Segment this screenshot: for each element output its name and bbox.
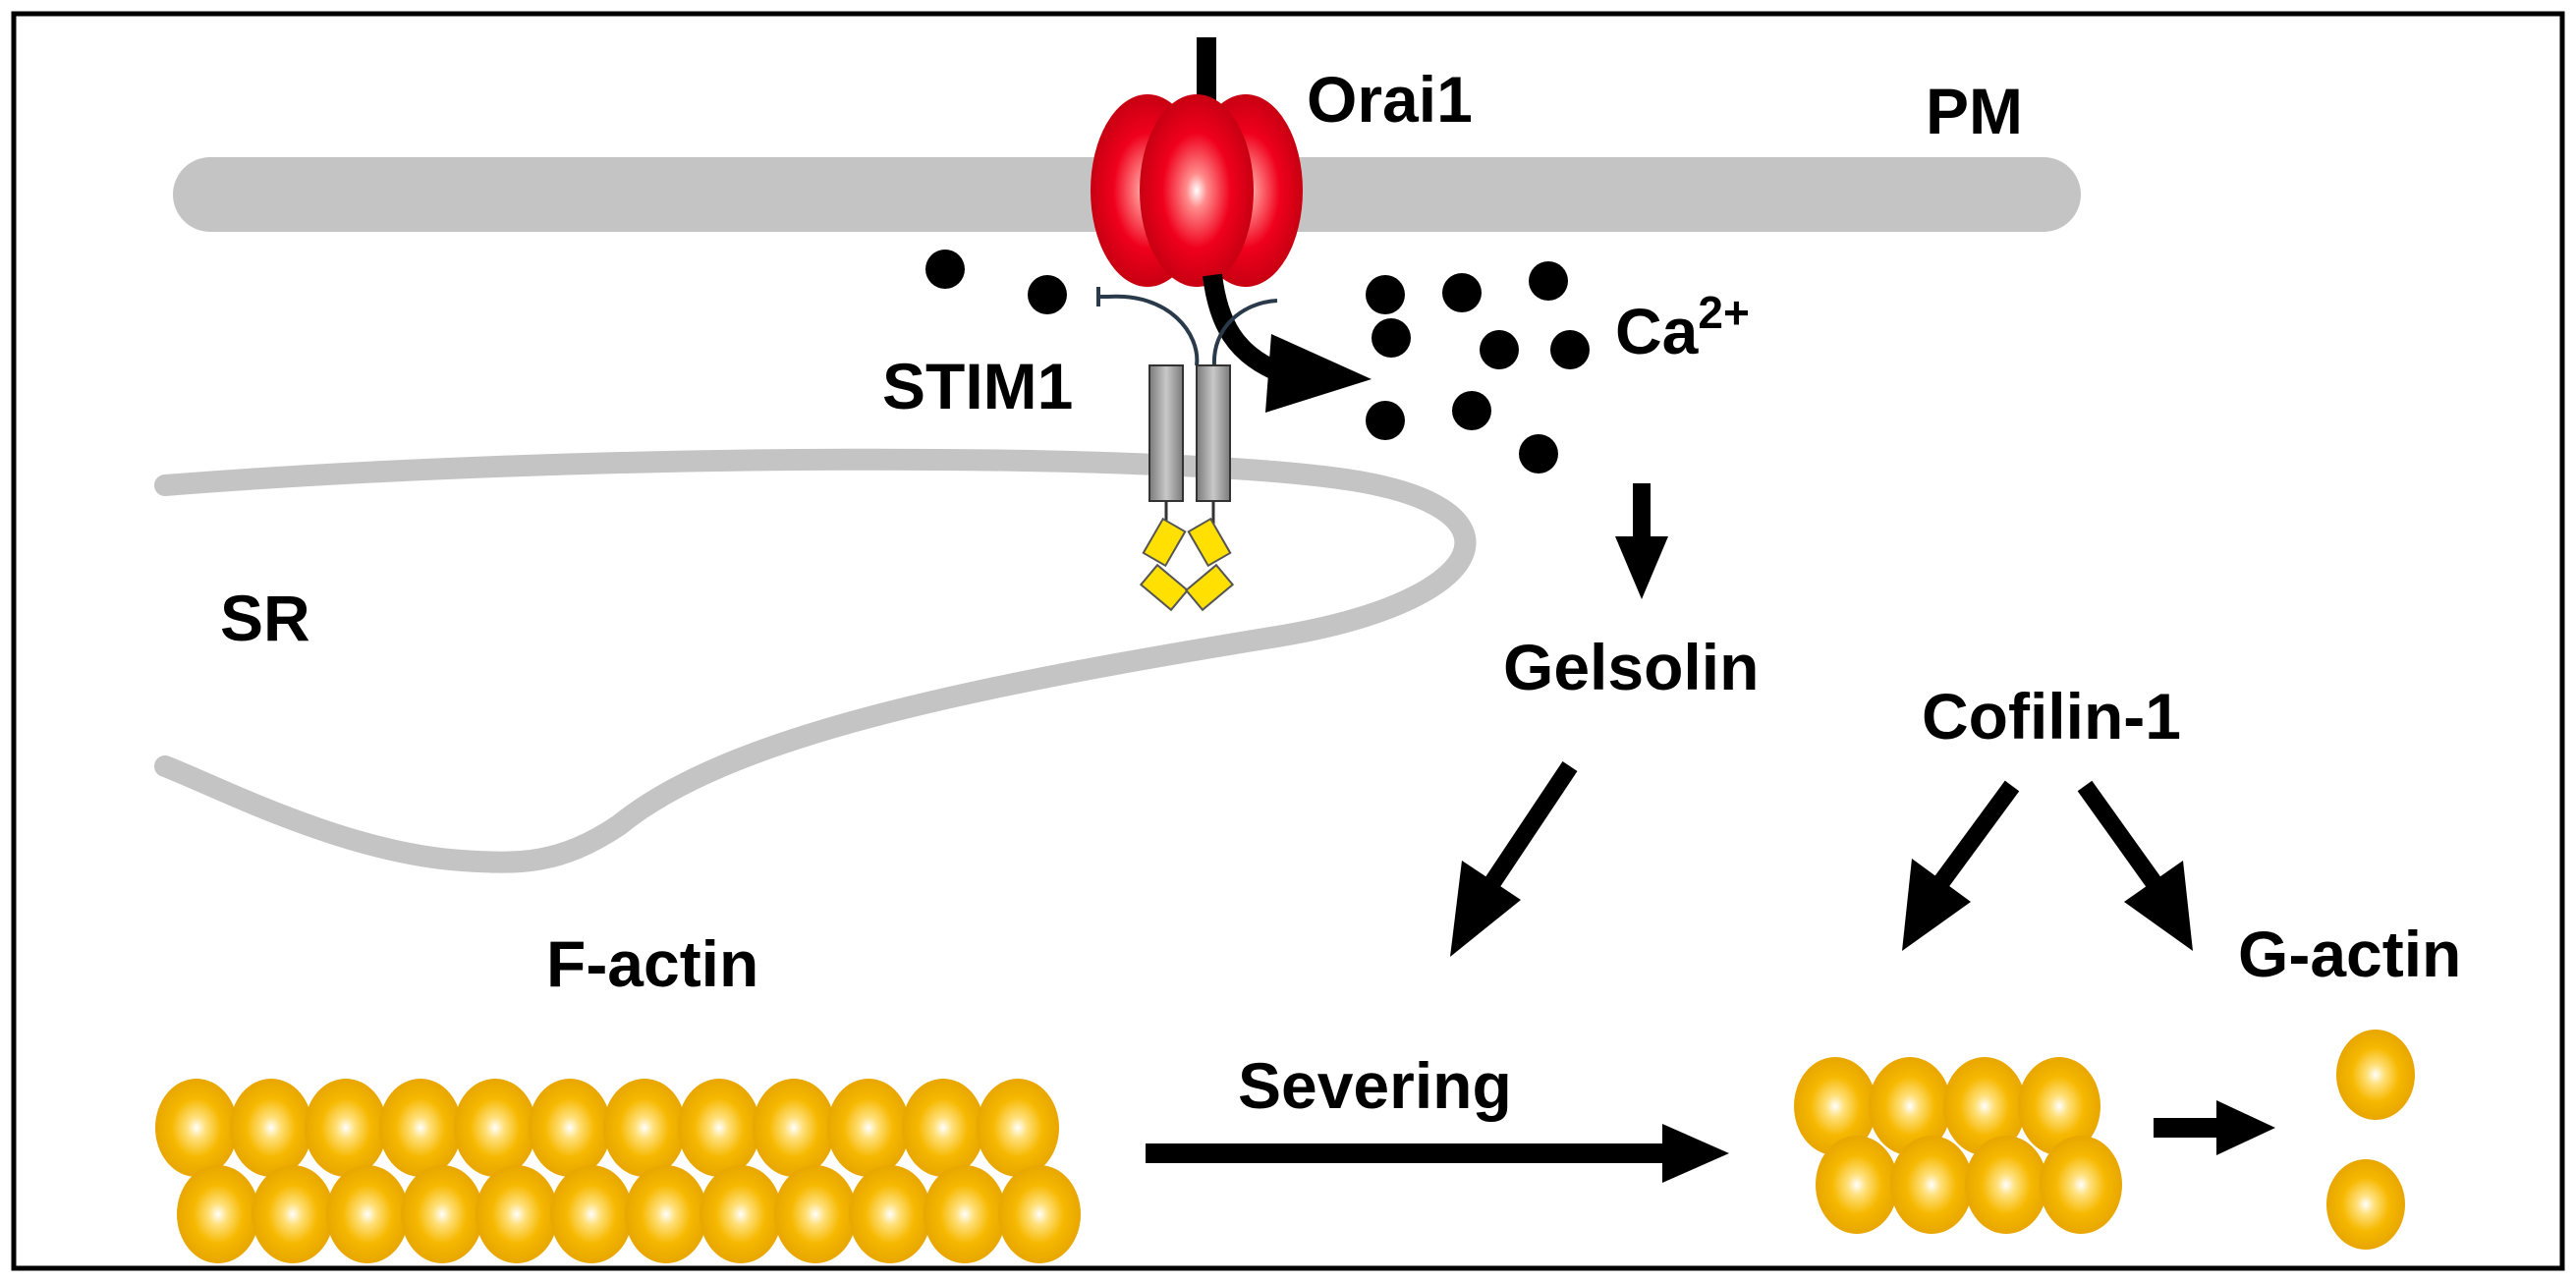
orai1-subunit [1140,94,1254,287]
arrow-gelsolin-to-severing [1450,761,1578,957]
calcium-ion [1480,330,1519,369]
calcium-ion [1366,401,1405,440]
actin-monomer [1965,1136,2047,1234]
actin-monomer [998,1165,1081,1263]
stim1-ef-hand [1187,517,1232,568]
actin-monomer [700,1165,782,1263]
stim1-ef-hand [1139,563,1190,612]
calcium-ion [1442,273,1482,312]
calcium-ion [1028,275,1067,314]
actin-monomer [625,1165,707,1263]
actin-monomer [476,1165,558,1263]
calcium-label-base: Ca [1615,295,1700,367]
actin-monomer [305,1079,387,1177]
calcium-label: Ca2+ [1615,287,1750,367]
actin-monomer [1869,1057,1951,1155]
severing-arrow [1146,1124,1729,1183]
actin-monomer [902,1079,984,1177]
actin-monomer [603,1079,686,1177]
f-actin-label: F-actin [546,927,758,1000]
actin-monomer [774,1165,857,1263]
actin-monomer [1890,1136,1973,1234]
calcium-ion [1529,261,1568,301]
orai1-upper-line [1197,37,1216,106]
severing-label: Severing [1238,1049,1512,1122]
orai1-channel [1091,94,1303,287]
arrow-cofilin-to-fragment [1902,780,2020,951]
stim1-rod-left [1148,364,1184,502]
calcium-ion [1519,434,1558,474]
calcium-ion [925,250,965,289]
calcium-ion [1372,318,1411,358]
actin-monomer [529,1079,611,1177]
stim1-ef-hand [1142,517,1187,568]
depolymerization-arrow [2154,1100,2275,1155]
calcium-label-charge: 2+ [1698,287,1749,338]
calcium-ion [1550,330,1590,369]
sr-label: SR [220,582,310,654]
stim1-ef-hand [1184,563,1235,612]
actin-monomer [326,1165,409,1263]
pm-label: PM [1926,75,2023,147]
actin-monomer [454,1079,536,1177]
arrow-cofilin-to-gactin [2077,780,2193,951]
sarcoplasmic-reticulum [154,448,1477,873]
actin-monomer [2040,1136,2122,1234]
actin-monomer [924,1165,1006,1263]
stim1-protein [1096,287,1278,612]
actin-monomer [2336,1030,2415,1120]
actin-monomer [678,1079,760,1177]
cofilin-label: Cofilin-1 [1922,680,2181,752]
actin-monomer [1816,1136,1898,1234]
actin-monomer [1943,1057,2026,1155]
actin-monomer [155,1079,238,1177]
actin-monomer [230,1079,312,1177]
actin-monomer [177,1165,259,1263]
actin-monomer [849,1165,931,1263]
stim1-rod-right [1196,364,1231,502]
gelsolin-label: Gelsolin [1503,631,1759,703]
actin-monomer [753,1079,835,1177]
calcium-ions [925,250,1590,474]
g-actin-monomers [2326,1030,2415,1250]
actin-monomer [550,1165,633,1263]
f-actin-filament [155,1079,1081,1263]
calcium-ion [1452,391,1491,430]
actin-monomer [252,1165,334,1263]
actin-monomer [379,1079,462,1177]
calcium-influx-arrow [1203,273,1372,413]
figure-frame [11,11,2565,1271]
orai1-label: Orai1 [1307,63,1473,136]
actin-fragment [1794,1057,2122,1234]
calcium-ion [1366,275,1405,314]
g-actin-label: G-actin [2238,918,2461,990]
actin-monomer [2018,1057,2100,1155]
arrow-calcium-to-gelsolin [1615,483,1668,599]
actin-monomer [1794,1057,1876,1155]
actin-monomer [827,1079,910,1177]
stim1-label: STIM1 [882,350,1073,422]
actin-monomer [977,1079,1059,1177]
actin-monomer [401,1165,483,1263]
actin-monomer [2326,1159,2405,1250]
